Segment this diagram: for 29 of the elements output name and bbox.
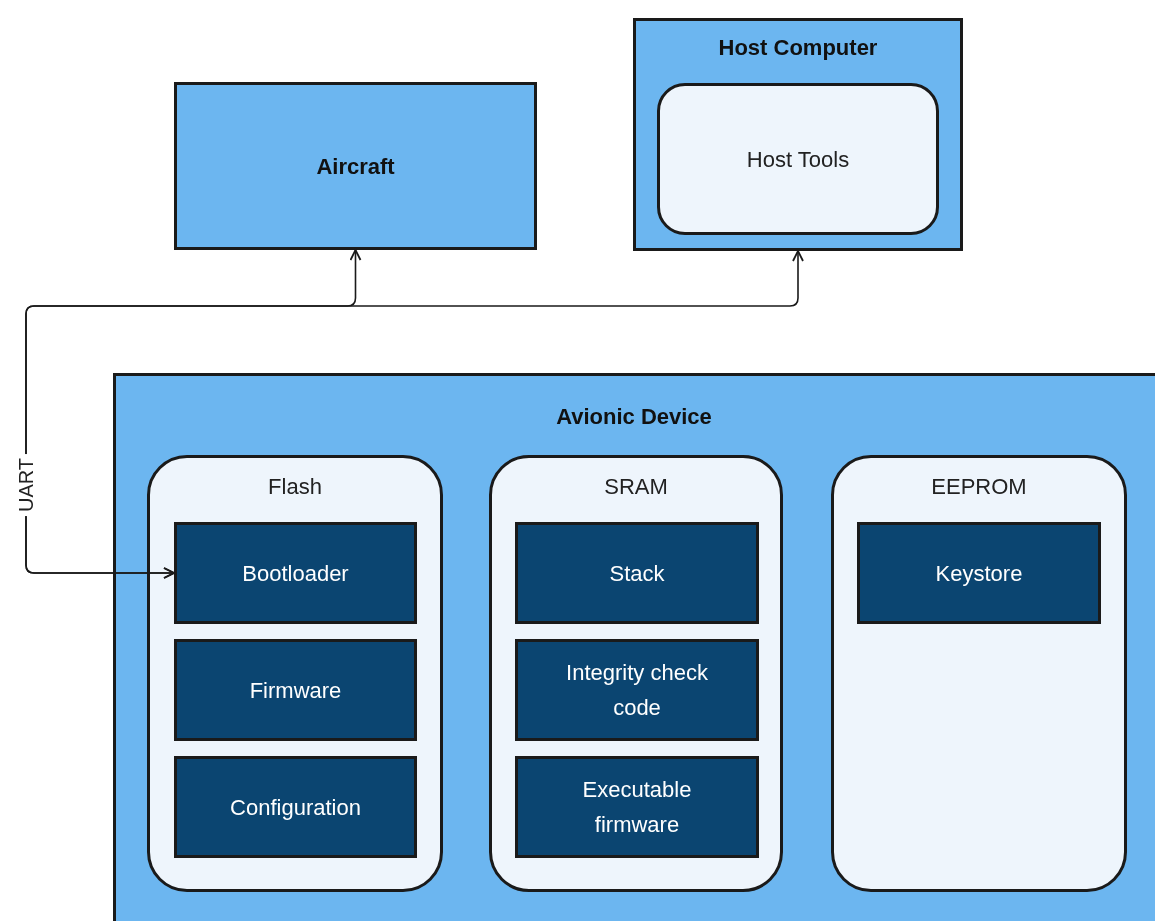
memory-block <box>174 522 417 624</box>
panel-title: Flash <box>268 473 322 501</box>
memory-panel <box>831 455 1127 892</box>
panel-title: EEPROM <box>931 473 1027 501</box>
block-label: Host Tools <box>746 145 850 174</box>
memory-block <box>515 522 759 624</box>
panel-title: Avionic Device <box>556 403 712 431</box>
container-box <box>633 18 963 251</box>
block-label: Executable firmware <box>581 776 693 839</box>
panel-title: SRAM <box>604 473 668 501</box>
memory-block <box>515 756 759 858</box>
container-box <box>113 373 1155 921</box>
memory-block <box>515 639 759 741</box>
panel-title: Host Computer <box>718 34 878 62</box>
tool-box <box>657 83 939 235</box>
system-box <box>174 82 537 250</box>
memory-block <box>174 756 417 858</box>
memory-block <box>174 639 417 741</box>
connector-arrow <box>25 250 804 579</box>
block-label: Stack <box>609 559 665 588</box>
block-label: Integrity check code <box>565 659 709 722</box>
memory-panel <box>147 455 443 892</box>
memory-panel <box>489 455 783 892</box>
block-label: Keystore <box>935 559 1023 588</box>
block-label: Bootloader <box>242 559 349 588</box>
block-label: Configuration <box>230 793 361 822</box>
block-label: Firmware <box>249 676 342 705</box>
memory-block <box>857 522 1101 624</box>
block-label: Aircraft <box>316 152 395 181</box>
